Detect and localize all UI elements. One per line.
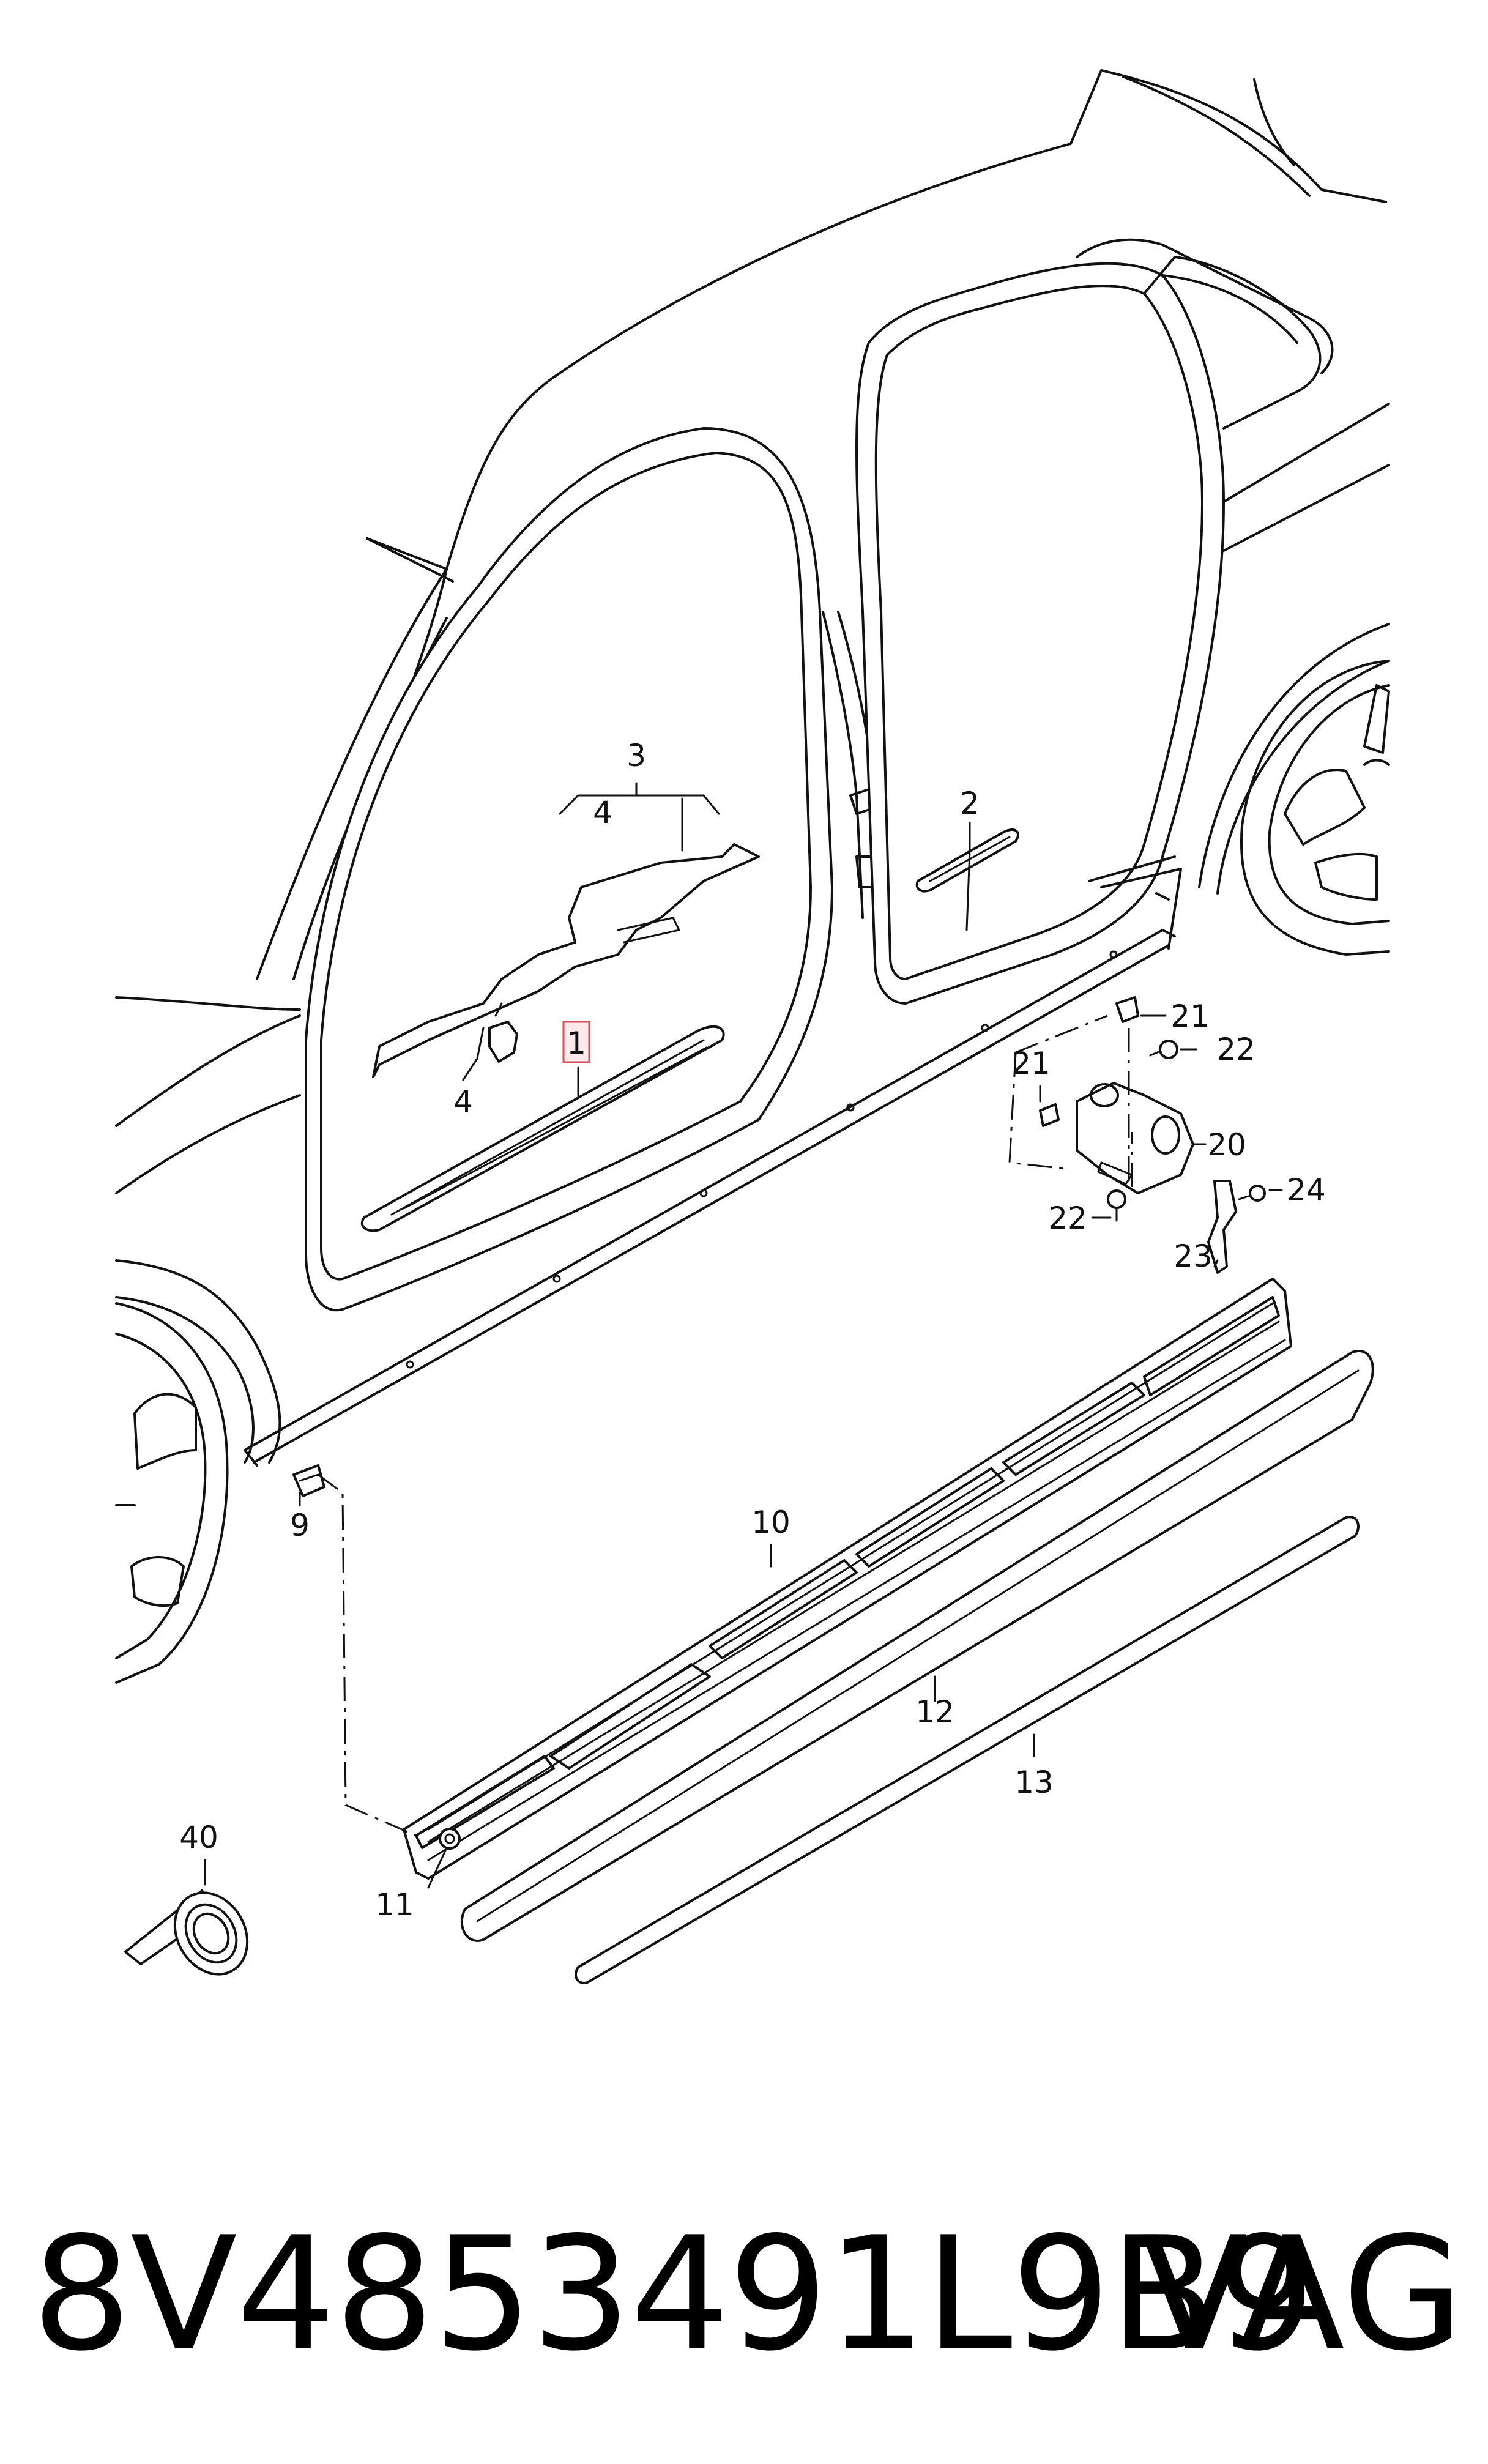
- leader-lines: [204, 782, 1283, 1889]
- part-4-clip: [488, 1002, 518, 1063]
- part-22-screw-bottom: [1107, 1189, 1126, 1222]
- part-12-sill-cover: [460, 1350, 1374, 1942]
- part-13-sill-strip: [575, 1516, 1360, 1984]
- callout-10: 10: [751, 1505, 790, 1540]
- part-1-sill-trim: [360, 1025, 725, 1232]
- callout-1: 1: [567, 1025, 586, 1061]
- callout-22-top: 22: [1216, 1032, 1256, 1067]
- callout-2: 2: [960, 786, 980, 821]
- callout-40: 40: [179, 1820, 218, 1855]
- exploded-parts-diagram: 1 2 3 4 4 9 10 11 12 13 20 21 21 22 22 2…: [115, 69, 1390, 1984]
- callout-22-bottom: 22: [1048, 1200, 1087, 1236]
- callout-labels: 1 2 3 4 4 9 10 11 12 13 20 21 21 22 22 2…: [179, 738, 1326, 1922]
- callout-13: 13: [1014, 1765, 1054, 1800]
- part-21-clip-left: [1039, 1103, 1060, 1127]
- callout-1-highlight: [562, 1021, 590, 1063]
- car-body-outline: [115, 69, 1390, 1684]
- callout-4-top: 4: [593, 795, 612, 830]
- callout-4-clip: 4: [453, 1084, 473, 1120]
- part-11-nut: [439, 1828, 461, 1850]
- callout-11: 11: [375, 1887, 414, 1922]
- part-number: 8V4853491L9B9: [32, 2203, 1315, 2386]
- part-20-bracket: [1076, 1082, 1194, 1194]
- callout-12: 12: [915, 1694, 954, 1730]
- part-21-clip-top: [1115, 996, 1139, 1023]
- callout-21-top: 21: [1170, 999, 1210, 1034]
- part-24-clip: [1238, 1185, 1266, 1202]
- callout-9: 9: [290, 1508, 310, 1543]
- callout-24: 24: [1287, 1172, 1326, 1208]
- part-10-sill-frame: [403, 1278, 1292, 1880]
- brand-name: VAG: [1140, 2203, 1464, 2386]
- callout-3: 3: [627, 738, 646, 773]
- part-23-bracket: [1207, 1180, 1237, 1274]
- callout-23: 23: [1174, 1238, 1213, 1274]
- part-22-screw-top: [1149, 1040, 1178, 1059]
- part-3-trim-panel: [372, 843, 760, 1078]
- callout-21-left: 21: [1011, 1046, 1051, 1081]
- part-9-bolt: [292, 1464, 326, 1497]
- callout-20: 20: [1207, 1127, 1246, 1163]
- part-40-tape-roll: [124, 1889, 249, 1976]
